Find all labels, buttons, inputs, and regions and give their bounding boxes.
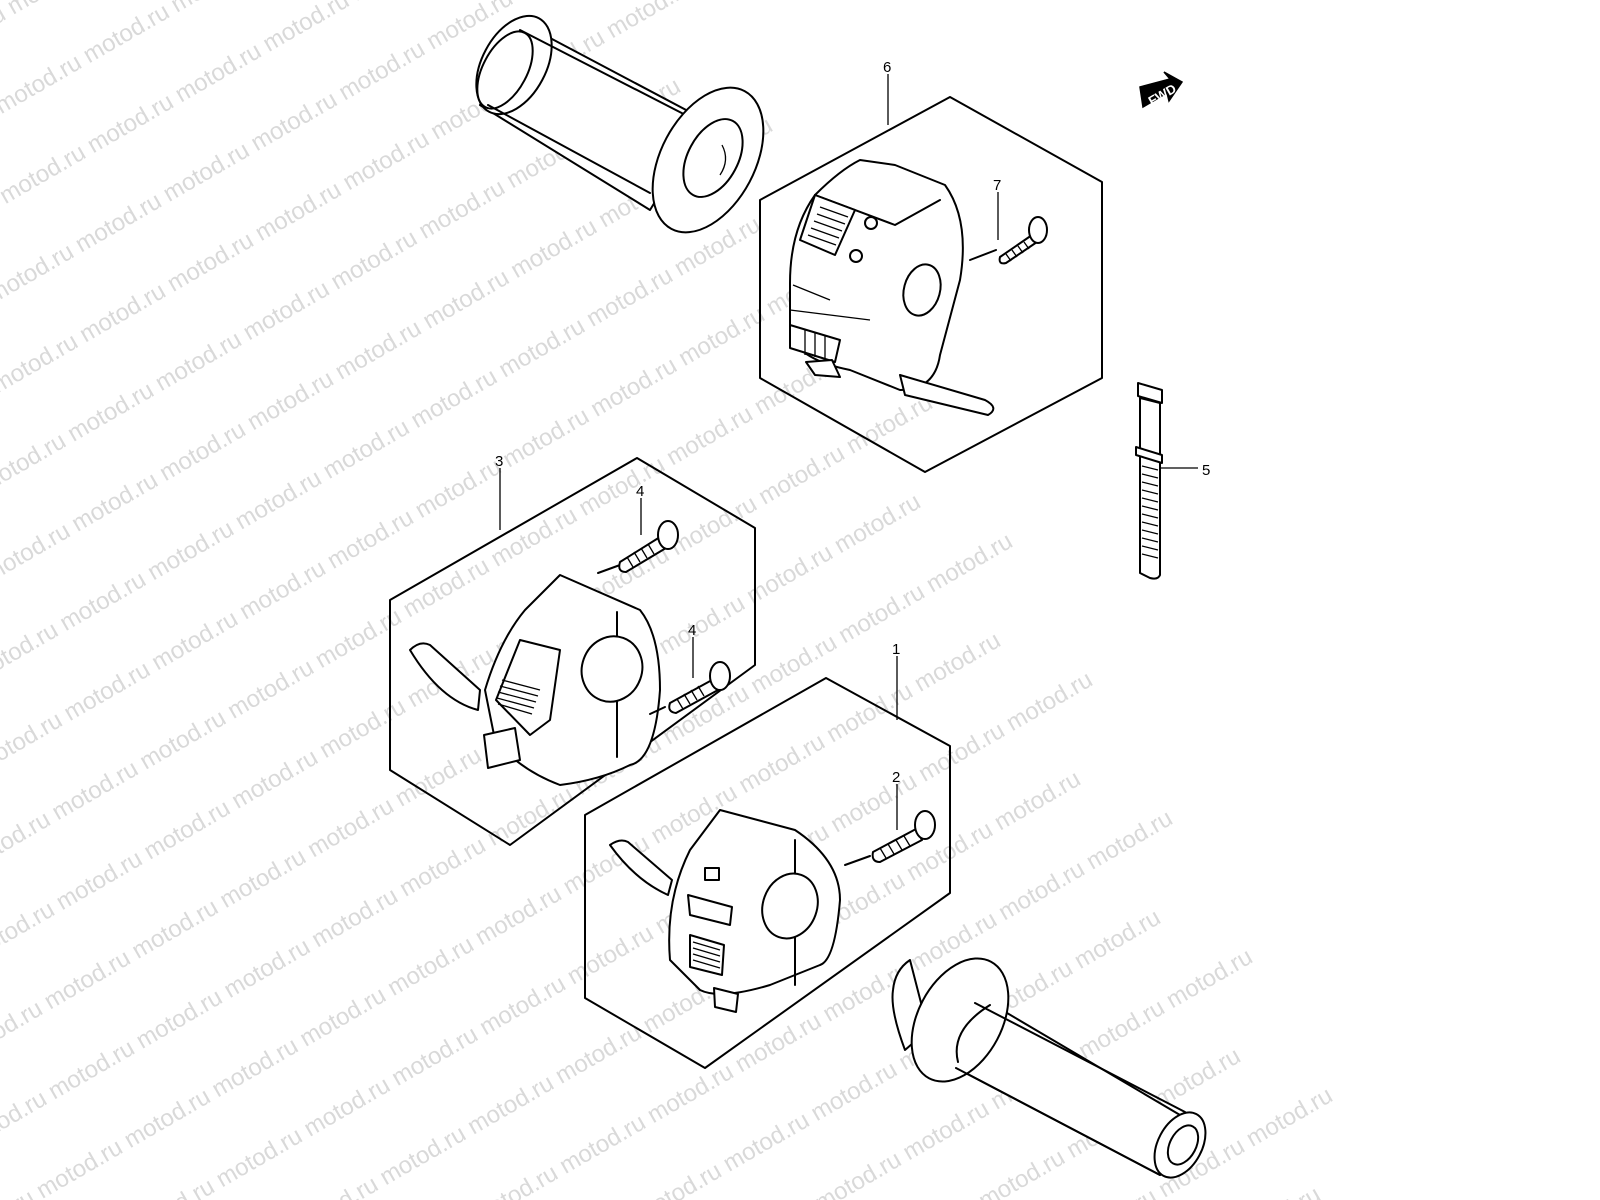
- callout-labels: 6 7 3 4 4 1 2 5: [495, 59, 1210, 786]
- callout-5: 5: [1202, 462, 1210, 479]
- callout-2: 2: [892, 769, 900, 786]
- callout-1: 1: [892, 641, 900, 658]
- switch-assembly-1: [609, 809, 841, 1013]
- callout-4-lower: 4: [688, 622, 696, 639]
- switch-assembly-6: [789, 159, 995, 416]
- callout-leaders: [499, 74, 1198, 830]
- throttle-grip: [891, 957, 1207, 1179]
- callout-6: 6: [883, 59, 891, 76]
- screw-7: [969, 216, 1048, 265]
- assembly-frame-1: [584, 677, 951, 1069]
- callout-7: 7: [993, 177, 1001, 194]
- switch-assembly-3: [409, 574, 661, 786]
- forward-arrow-icon: FWD: [1139, 71, 1184, 109]
- callout-4-upper: 4: [636, 483, 644, 500]
- assembly-frame-6: [759, 96, 1103, 473]
- svg-text:motod.ru motod.ru motod.ru: motod.ru motod.ru motod.ru motod.ru moto…: [0, 0, 525, 525]
- screw-4-upper: [597, 520, 679, 574]
- callout-3: 3: [495, 453, 503, 470]
- assembly-frame-3: [389, 457, 756, 846]
- cable-tie-5: [1135, 382, 1163, 580]
- screw-2: [844, 810, 936, 866]
- screw-4-lower: [649, 661, 731, 715]
- left-grip: [475, 14, 765, 234]
